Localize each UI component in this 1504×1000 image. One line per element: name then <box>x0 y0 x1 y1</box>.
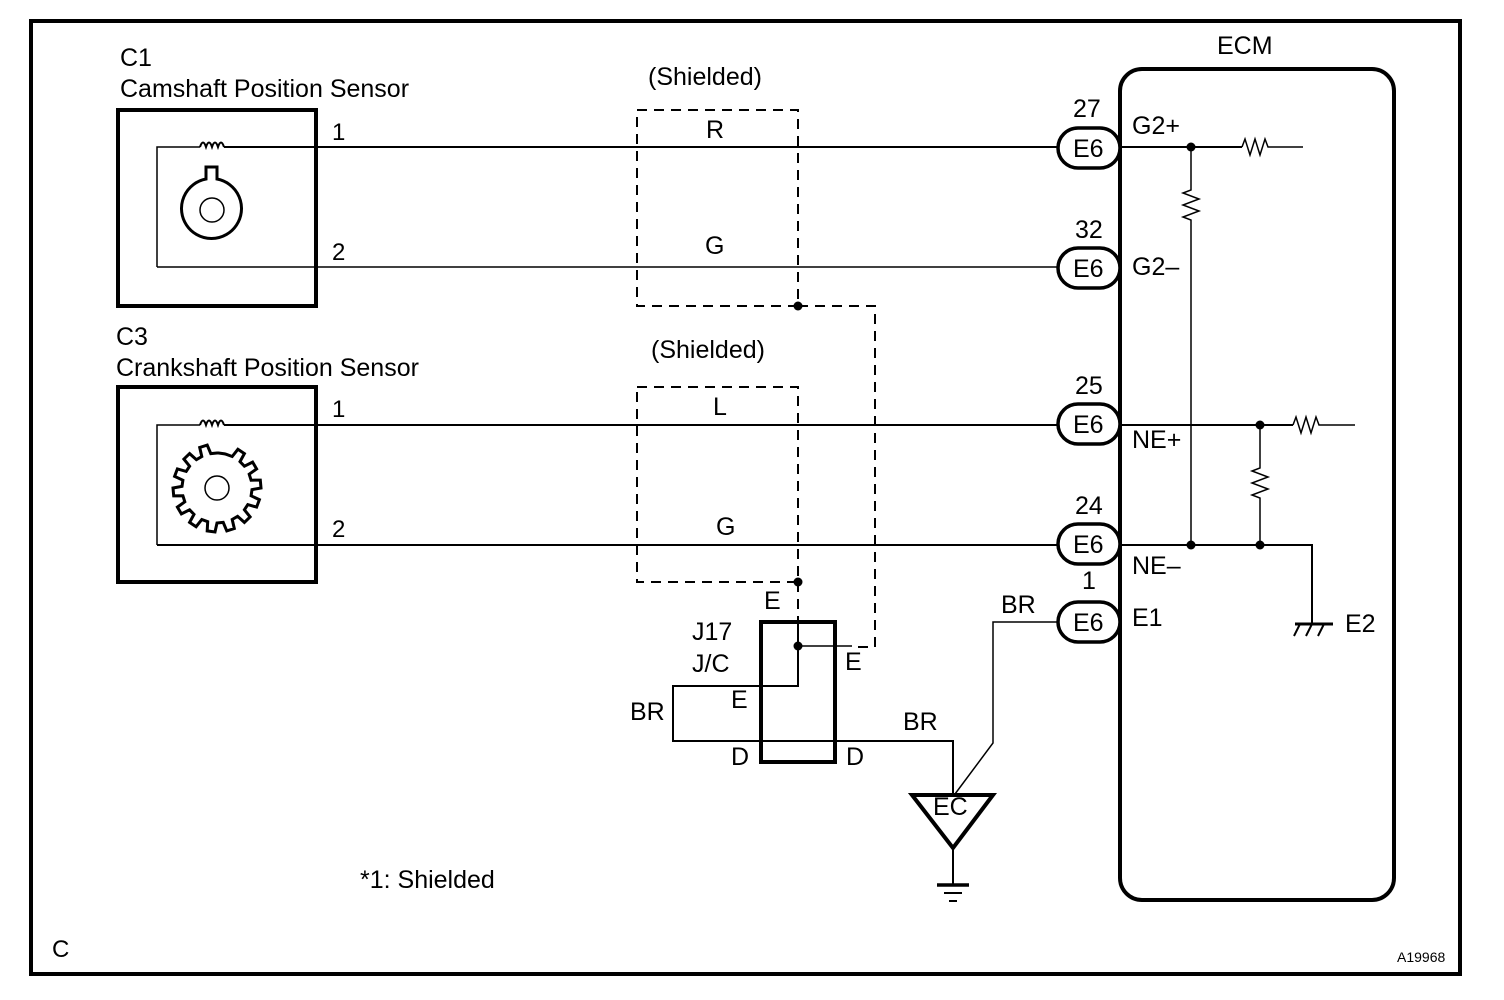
resistor-icon <box>1249 425 1271 545</box>
ground-name: EC <box>933 793 968 821</box>
wire-color-br-e1: BR <box>1001 591 1036 619</box>
wire-color-br-ec: BR <box>903 708 938 736</box>
wire-color-l: L <box>713 393 727 421</box>
c3-name: Crankshaft Position Sensor <box>116 354 419 382</box>
terminal-ne-plus: NE+ <box>1132 426 1181 454</box>
frame-code: C <box>52 936 69 963</box>
wire-color-g-crank: G <box>716 513 735 541</box>
pin-number: 27 <box>1073 95 1101 123</box>
connector-e6-27: 27 E6 <box>1056 95 1122 170</box>
wire-color-br-loop: BR <box>630 698 665 726</box>
c1-code: C1 <box>120 44 152 72</box>
connector-e6-25: 25 E6 <box>1056 372 1122 446</box>
shield-crankshaft: (Shielded) L G <box>636 336 803 622</box>
c1-name: Camshaft Position Sensor <box>120 75 409 103</box>
ecm-name: ECM <box>1217 32 1273 60</box>
pin-number: 1 <box>1082 567 1096 595</box>
wire-color-r: R <box>706 116 724 144</box>
crankshaft-position-sensor: C3 Crankshaft Position Sensor 1 2 <box>116 323 1060 584</box>
connector-pill <box>1056 246 1122 290</box>
cam-wheel-icon <box>180 165 243 240</box>
connector-pill <box>1056 402 1122 446</box>
connector-pill <box>1056 600 1122 644</box>
coil-icon <box>199 141 225 151</box>
resistor-icon <box>1241 136 1303 158</box>
diagram-frame <box>29 19 1462 976</box>
jc-terminal-d-left: D <box>731 743 749 771</box>
terminal-g2-minus: G2– <box>1132 253 1179 281</box>
connector-code: E6 <box>1073 411 1104 439</box>
connector-e6-1: 1 E6 <box>1056 567 1122 644</box>
camshaft-position-sensor: C1 Camshaft Position Sensor 1 2 <box>116 44 1060 308</box>
c3-housing <box>116 385 318 584</box>
c1-pin-2: 2 <box>332 239 345 266</box>
junction-connector-j17: E J17 J/C E E BR D D BR <box>630 587 954 795</box>
c1-pin-1: 1 <box>332 119 345 146</box>
wire-color-g-cam: G <box>705 232 724 260</box>
connector-e6-24: 24 E6 <box>1056 492 1122 566</box>
ground-point-ec: EC BR <box>907 591 1060 902</box>
cam-hub-icon <box>199 197 225 223</box>
resistor-icon <box>1180 147 1202 545</box>
jc-terminal-e-right: E <box>845 648 862 676</box>
connector-pill <box>1056 522 1122 566</box>
pin-number: 32 <box>1075 216 1103 244</box>
shield-2-outline <box>636 386 799 583</box>
chassis-ground-hatch <box>1293 623 1325 637</box>
connector-code: E6 <box>1073 531 1104 559</box>
junction-dot <box>1255 540 1265 550</box>
footnote: *1: Shielded <box>360 866 495 894</box>
wire-e1-br <box>954 621 1060 795</box>
jc-terminal-d-right: D <box>846 743 864 771</box>
connector-code: E6 <box>1073 255 1104 283</box>
c3-pin-1: 1 <box>332 396 345 423</box>
coil-icon <box>199 419 225 429</box>
terminal-g2-plus: G2+ <box>1132 112 1180 140</box>
c3-inner-wire <box>156 424 200 545</box>
connector-e6-32: 32 E6 <box>1056 216 1122 290</box>
shield-2-label: (Shielded) <box>651 336 765 364</box>
c1-inner-wire <box>156 146 200 267</box>
jc-wire-br <box>672 622 954 795</box>
connector-code: E6 <box>1073 135 1104 163</box>
ecm-nem-line <box>1120 544 1313 624</box>
crank-hub-icon <box>204 475 230 501</box>
connector-pill <box>1056 126 1122 170</box>
junction-dot <box>1186 540 1196 550</box>
jc-terminal-e-left: E <box>731 686 748 714</box>
shield-1-drain <box>798 305 876 648</box>
pin-number: 24 <box>1075 492 1103 520</box>
connector-code: E6 <box>1073 609 1104 637</box>
terminal-e1: E1 <box>1132 604 1163 632</box>
c3-code: C3 <box>116 323 148 351</box>
ground-triangle-icon <box>907 793 998 852</box>
figure-id: A19968 <box>1397 949 1445 965</box>
shield-1-label: (Shielded) <box>648 63 762 91</box>
ecm: ECM E2 G2+ G2– NE+ NE– E1 <box>1118 32 1396 902</box>
resistor-icon <box>1292 414 1355 436</box>
ecm-ground-e2: E2 <box>1345 610 1376 638</box>
terminal-ne-minus: NE– <box>1132 552 1181 580</box>
jc-name: J/C <box>692 650 730 678</box>
pin-number: 25 <box>1075 372 1103 400</box>
jc-code: J17 <box>692 618 732 646</box>
gear-teeth <box>171 443 263 534</box>
c3-pin-2: 2 <box>332 516 345 543</box>
crank-gear-icon <box>171 443 263 534</box>
jc-terminal-e-top: E <box>764 587 781 615</box>
shield-1-outline <box>636 109 799 307</box>
shield-camshaft: (Shielded) R G <box>636 63 876 648</box>
ecm-housing <box>1118 67 1396 902</box>
c1-housing <box>116 108 318 308</box>
